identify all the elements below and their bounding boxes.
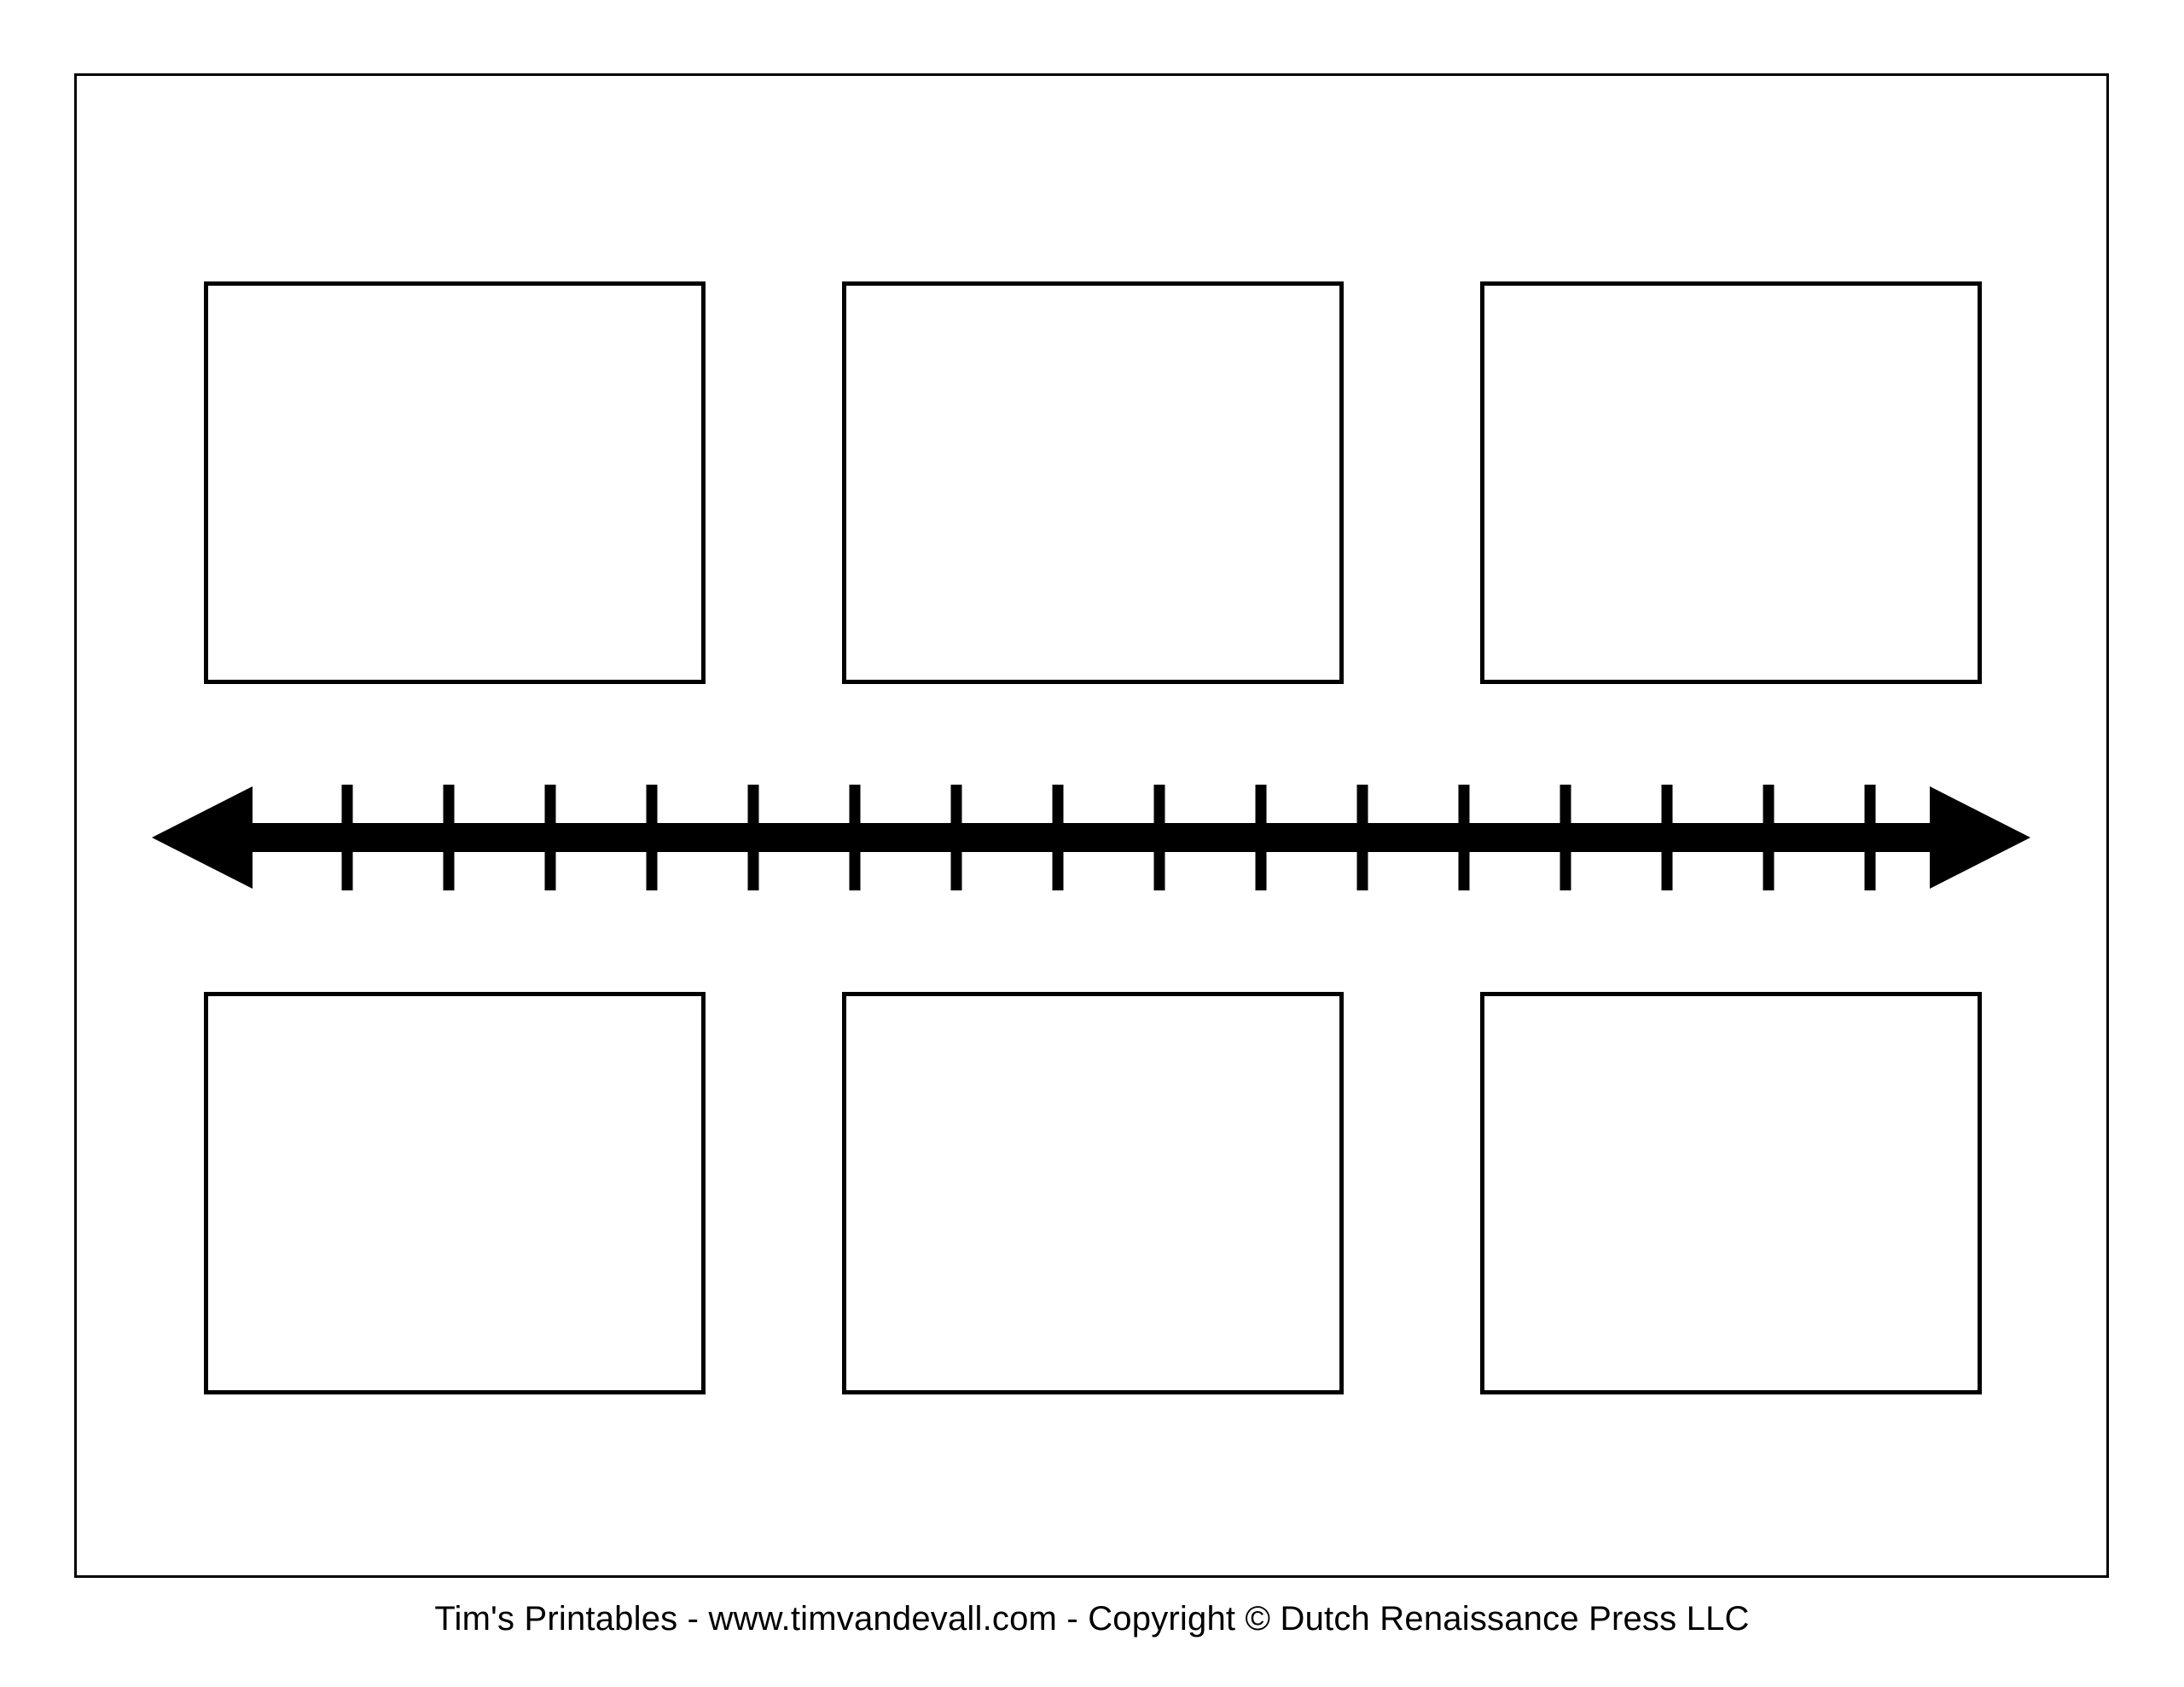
bottom-card-3[interactable] [1480, 992, 1982, 1394]
bottom-card-1[interactable] [204, 992, 706, 1394]
top-card-2[interactable] [842, 281, 1344, 684]
top-card-1[interactable] [204, 281, 706, 684]
top-card-3[interactable] [1480, 281, 1982, 684]
bottom-card-2[interactable] [842, 992, 1344, 1394]
footer-credit: Tim's Printables - www.timvandevall.com … [434, 1600, 1750, 1638]
